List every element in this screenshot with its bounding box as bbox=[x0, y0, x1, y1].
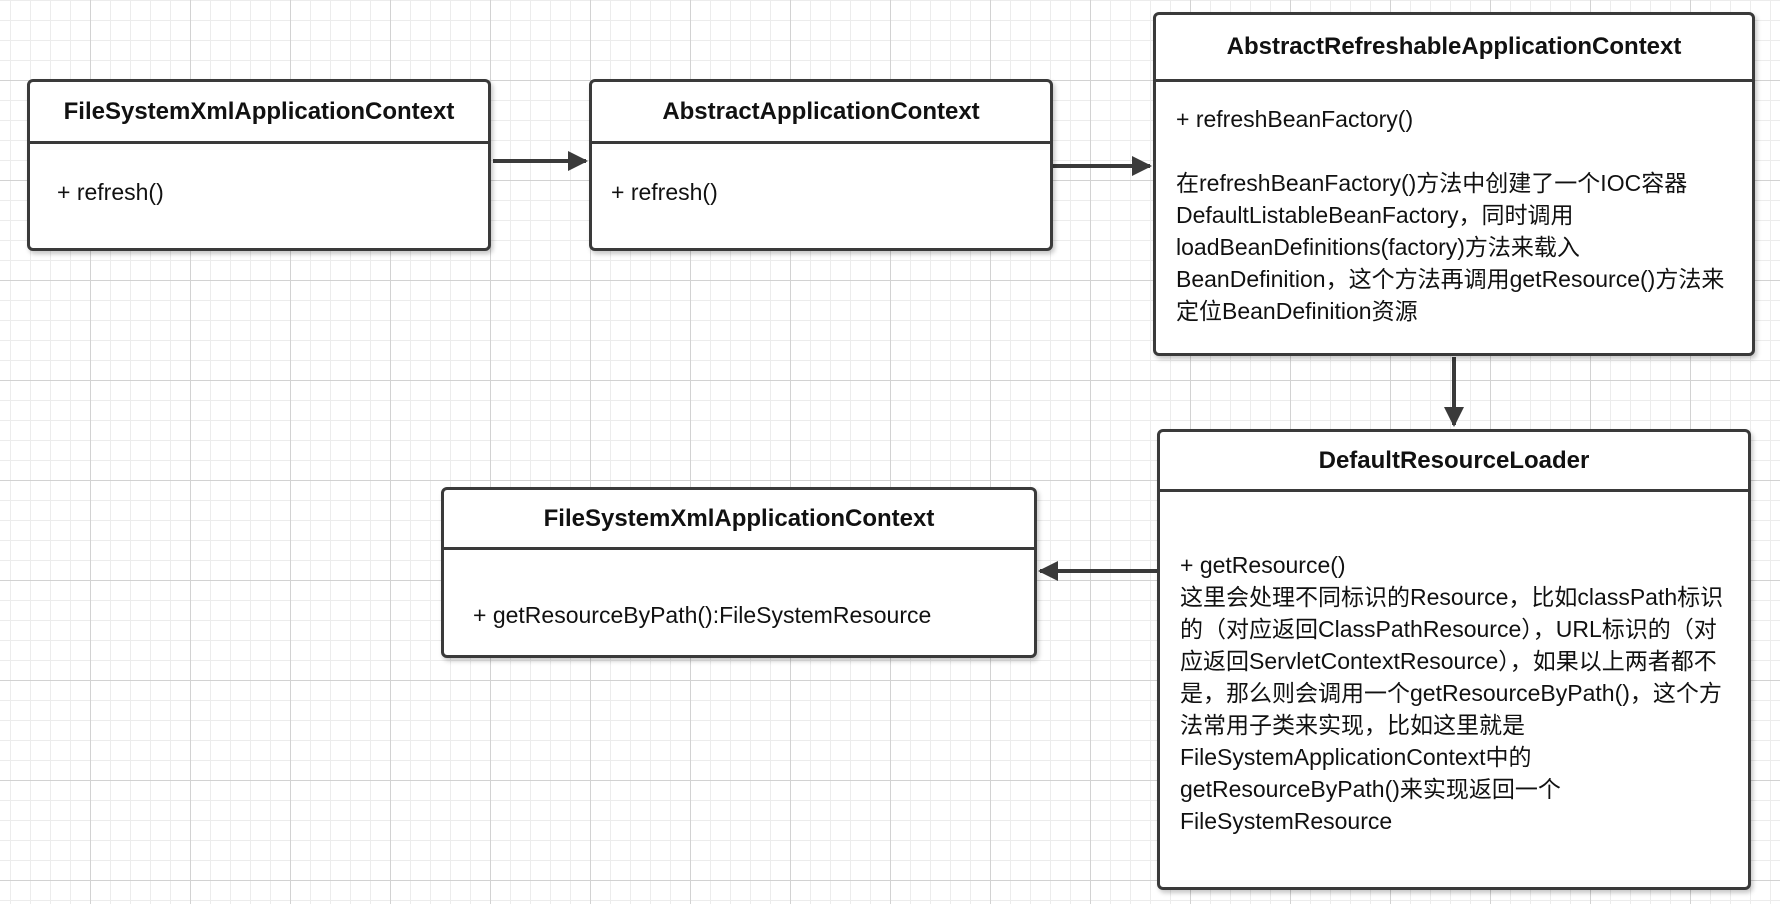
class-method: + getResource() bbox=[1180, 552, 1346, 578]
class-body: + getResource() 这里会处理不同标识的Resource，比如cla… bbox=[1160, 492, 1748, 837]
class-box-filesystem-xml-context-bottom[interactable]: FileSystemXmlApplicationContext + getRes… bbox=[441, 487, 1037, 658]
class-method: + refreshBeanFactory() bbox=[1176, 106, 1414, 132]
class-box-filesystem-xml-context-top[interactable]: FileSystemXmlApplicationContext + refres… bbox=[27, 79, 491, 251]
class-description: 这里会处理不同标识的Resource，比如classPath标识的（对应返回Cl… bbox=[1180, 584, 1724, 834]
class-method: + refresh() bbox=[611, 179, 718, 205]
class-title: AbstractApplicationContext bbox=[592, 82, 1050, 144]
class-method: + refresh() bbox=[57, 179, 164, 205]
class-box-abstract-refreshable-context[interactable]: AbstractRefreshableApplicationContext + … bbox=[1153, 12, 1755, 356]
class-description: 在refreshBeanFactory()方法中创建了一个IOC容器Defaul… bbox=[1176, 170, 1725, 324]
class-title: FileSystemXmlApplicationContext bbox=[30, 82, 488, 144]
class-title: AbstractRefreshableApplicationContext bbox=[1156, 15, 1752, 82]
class-title: FileSystemXmlApplicationContext bbox=[444, 490, 1034, 550]
class-title: DefaultResourceLoader bbox=[1160, 432, 1748, 492]
class-method: + getResourceByPath():FileSystemResource bbox=[473, 602, 932, 628]
class-box-default-resource-loader[interactable]: DefaultResourceLoader + getResource() 这里… bbox=[1157, 429, 1751, 890]
class-body: + refreshBeanFactory() 在refreshBeanFacto… bbox=[1156, 82, 1752, 327]
class-box-abstract-application-context[interactable]: AbstractApplicationContext + refresh() bbox=[589, 79, 1053, 251]
